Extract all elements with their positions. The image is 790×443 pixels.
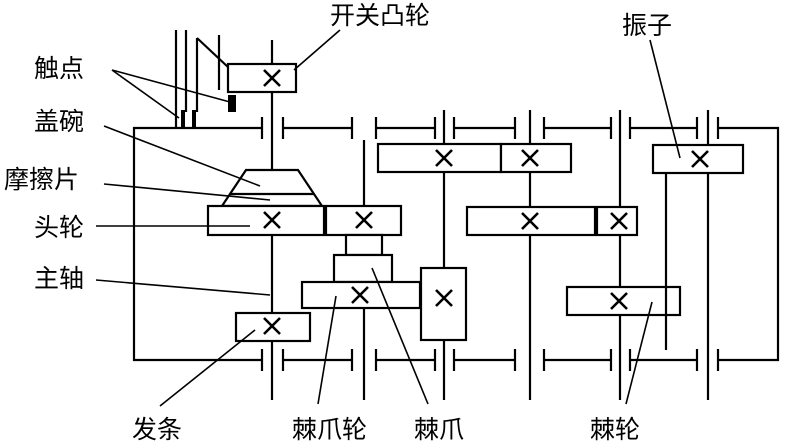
ratchet-gear-stack [300, 233, 468, 342]
label-switch-cam: 开关凸轮 [330, 1, 430, 30]
vibrator-gear [651, 143, 745, 350]
label-ratchet-gear: 棘爪轮 [292, 415, 367, 443]
head-wheel-gears [206, 204, 403, 237]
leader-lines [95, 29, 681, 407]
intermediate-gears-middle [465, 205, 639, 237]
label-contacts: 触点 [34, 54, 84, 83]
switch-cam [226, 62, 298, 94]
label-friction-plate: 摩擦片 [4, 165, 79, 194]
cover-bowl [219, 168, 325, 208]
intermediate-gears-upper [376, 142, 573, 174]
label-main-shaft: 主轴 [34, 264, 84, 293]
label-head-wheel: 头轮 [34, 213, 84, 242]
label-cover-bowl: 盖碗 [34, 107, 84, 136]
label-mainspring: 发条 [132, 415, 182, 443]
frame [132, 117, 780, 371]
label-ratchet-wheel: 棘轮 [590, 415, 640, 443]
labels: 开关凸轮 触点 盖碗 摩擦片 头轮 主轴 发条 棘爪轮 棘爪 棘轮 振子 [4, 1, 672, 443]
ratchet-wheel-gear [565, 285, 682, 317]
label-vibrator: 振子 [622, 11, 672, 40]
label-pawl: 棘爪 [414, 415, 464, 443]
contacts-assembly [174, 30, 236, 128]
